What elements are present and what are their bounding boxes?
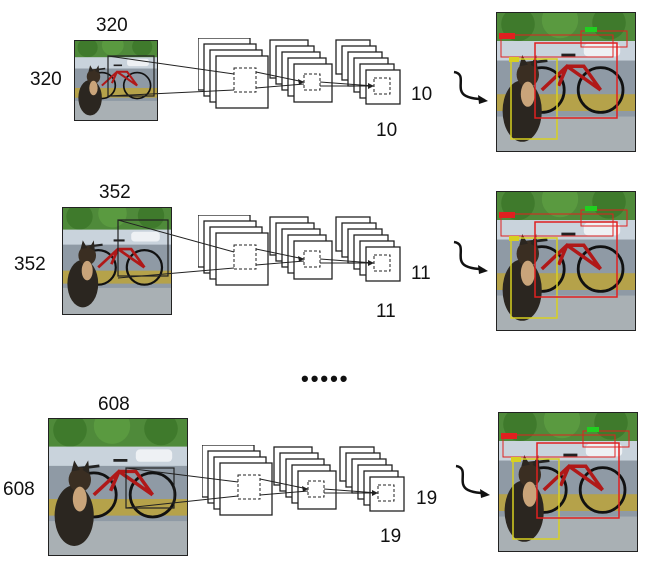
curved-arrow-icon: [452, 70, 490, 106]
input-image: [74, 40, 158, 121]
curved-arrow-icon: [452, 240, 490, 276]
input-image: [62, 207, 172, 315]
grid-height-label: 11: [376, 301, 396, 322]
input-height-label: 608: [3, 479, 35, 500]
grid-height-label: 19: [380, 526, 402, 547]
projection-lines: [117, 219, 235, 279]
projection-lines: [107, 55, 235, 97]
curved-arrow-icon: [454, 464, 492, 500]
grid-width-label: 10: [411, 84, 433, 105]
input-height-label: 320: [30, 69, 62, 90]
input-image: [48, 418, 188, 556]
detection-output-photo: [496, 191, 636, 331]
detection-output-photo: [498, 412, 638, 552]
grid-width-label: 19: [416, 488, 438, 509]
input-height-label: 352: [14, 254, 46, 275]
ellipsis-dots: •••••: [301, 366, 350, 391]
input-width-label: 608: [98, 394, 130, 415]
projection-lines: [125, 467, 239, 509]
input-width-label: 320: [96, 15, 128, 36]
grid-height-label: 10: [376, 120, 398, 141]
input-width-label: 352: [99, 182, 131, 203]
detection-output-photo: [496, 12, 636, 152]
grid-width-label: 11: [411, 263, 431, 284]
